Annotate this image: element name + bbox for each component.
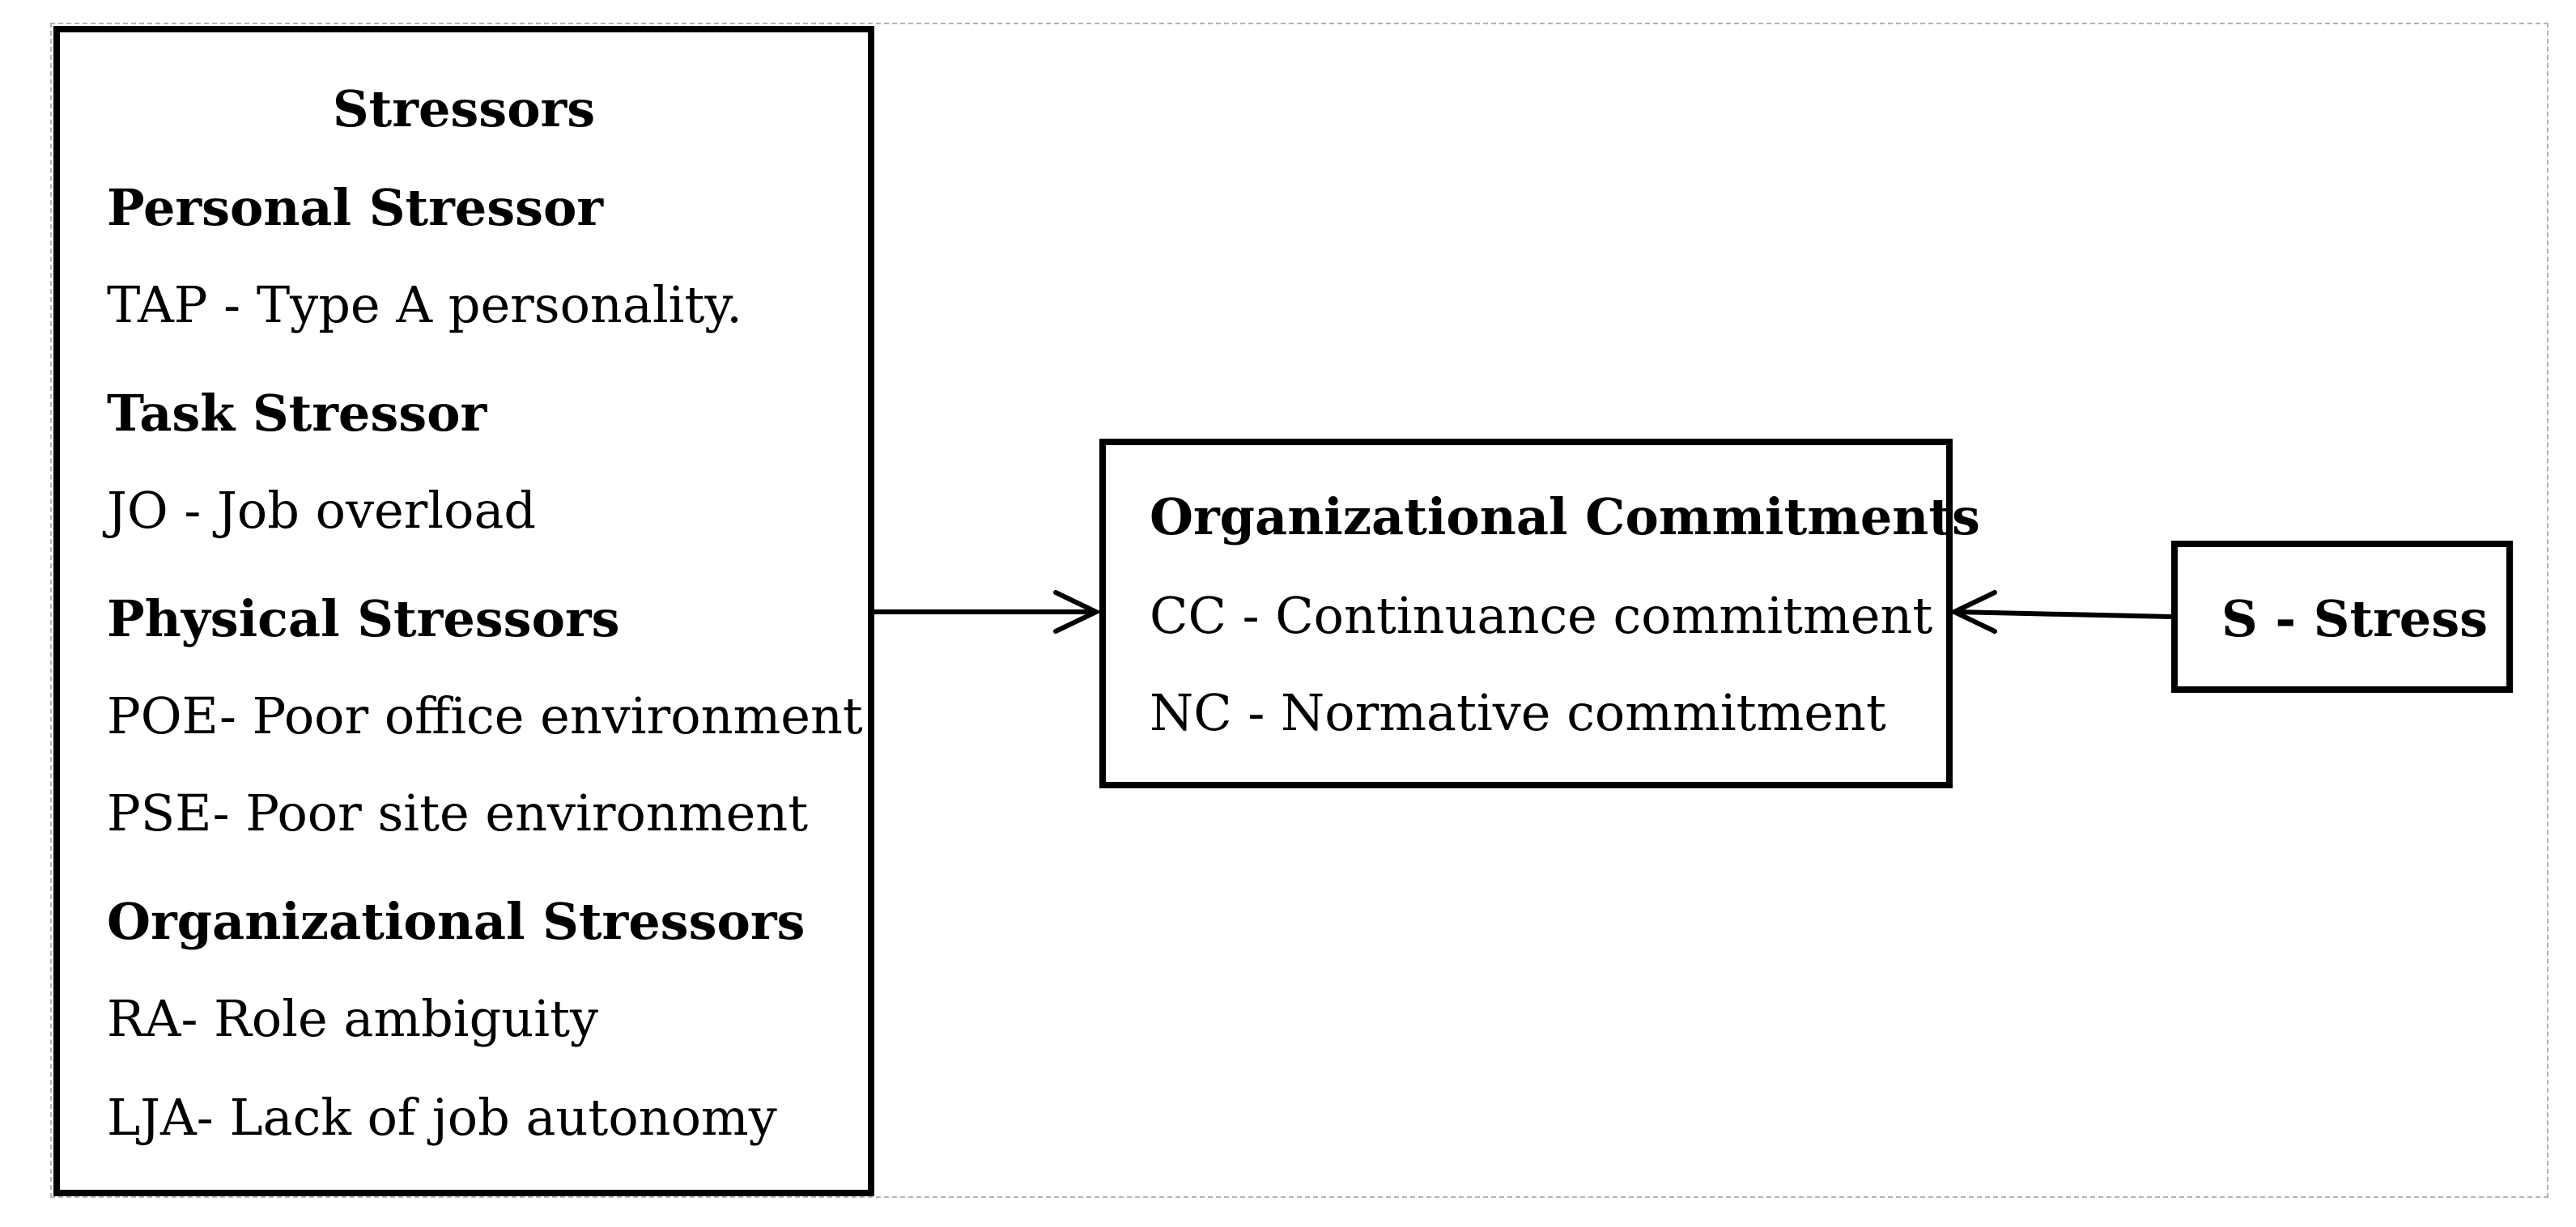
cc-item: CC - Continuance commitment	[1150, 586, 1933, 645]
nc-item: NC - Normative commitment	[1150, 683, 1886, 742]
stress-label: S - Stress	[2221, 589, 2489, 648]
stressors-box: Stressors Personal Stressor TAP - Type A…	[53, 26, 874, 1196]
diagram-frame	[50, 23, 2548, 1198]
stressors-to-commitments-arrow	[874, 590, 1102, 634]
task-stressor-heading: Task Stressor	[107, 384, 487, 443]
stress-box: S - Stress	[2171, 541, 2513, 693]
stressors-title: Stressors	[332, 79, 596, 138]
organizational-stressors-heading: Organizational Stressors	[107, 892, 806, 951]
stress-to-commitments-arrow	[1949, 590, 2172, 634]
pse-item: PSE- Poor site environment	[107, 783, 809, 843]
commitments-heading: Organizational Commitments	[1150, 487, 1980, 546]
physical-stressors-heading: Physical Stressors	[107, 589, 620, 648]
commitments-box: Organizational Commitments CC - Continua…	[1099, 439, 1980, 788]
tap-item: TAP - Type A personality.	[107, 275, 742, 334]
personal-stressor-heading: Personal Stressor	[107, 178, 604, 237]
ra-item: RA- Role ambiguity	[107, 989, 599, 1048]
jo-item: JO - Job overload	[107, 481, 537, 540]
lja-item: LJA- Lack of job autonomy	[107, 1088, 777, 1147]
poe-item: POE- Poor office environment	[107, 686, 863, 745]
